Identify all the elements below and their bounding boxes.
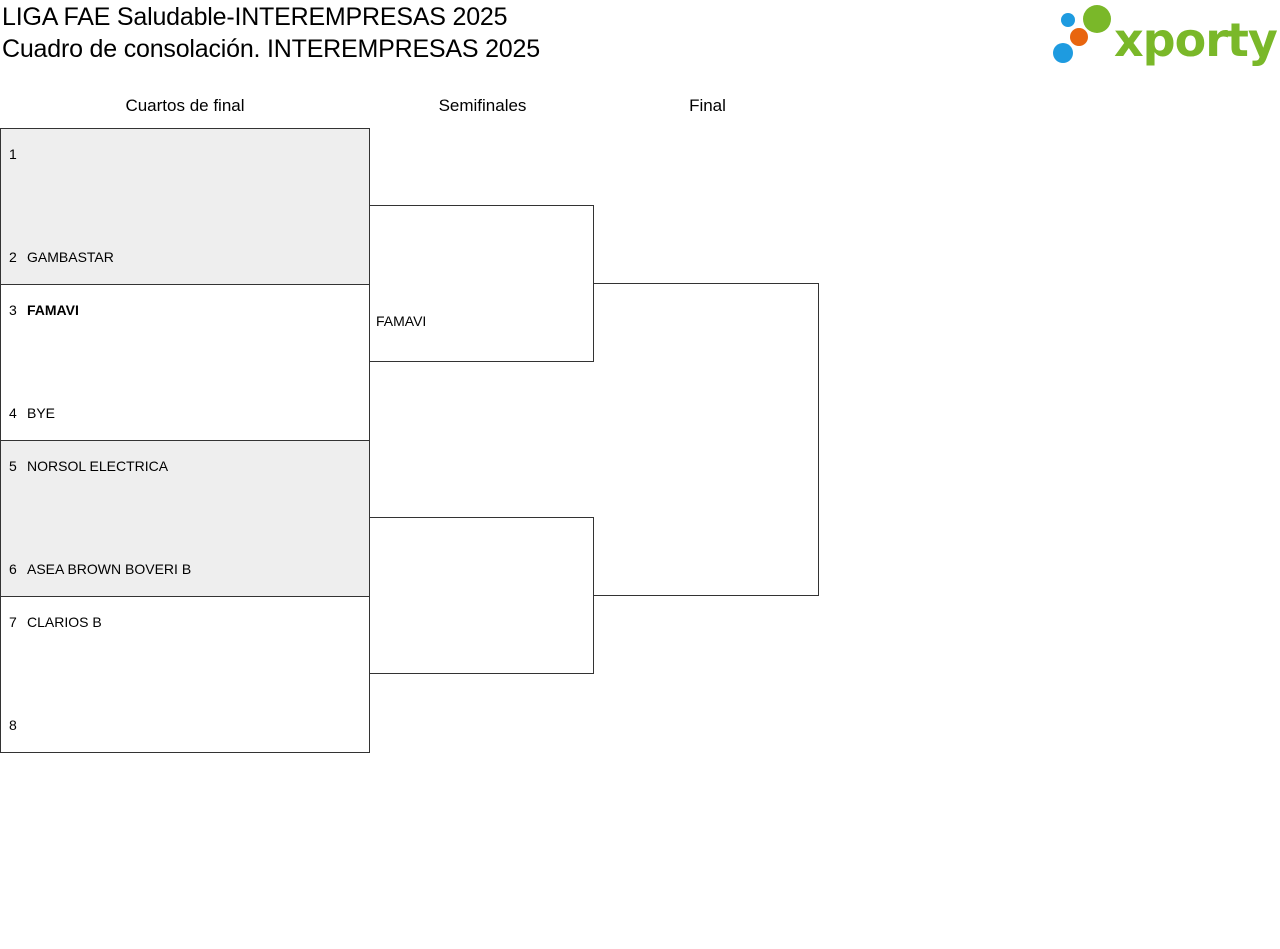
round-header-final: Final [689,96,726,115]
bracket-slot: 7 CLARIOS B [9,614,102,630]
team-name: CLARIOS B [27,614,102,630]
bracket-slot: 4 BYE [9,405,55,421]
bracket-slot: 1 [9,146,27,162]
seed-number: 5 [9,458,17,474]
seed-number: 7 [9,614,17,630]
seed-number: 3 [9,302,17,318]
round-header-quarterfinals: Cuartos de final [125,96,245,115]
quarterfinal-match-1: 1 2 GAMBASTAR [0,128,370,285]
team-name: BYE [27,405,56,421]
logo-dot-blue-small [1061,13,1075,27]
quarterfinal-match-3: 5 NORSOL ELECTRICA 6 ASEA BROWN BOVERI B [0,440,370,597]
xporty-logo[interactable]: xporty [1050,0,1280,70]
quarterfinal-match-2: 3 FAMAVI 4 BYE [0,284,370,441]
seed-number: 8 [9,717,17,733]
semifinal-match-1: FAMAVI [369,205,594,362]
advancing-team: FAMAVI [376,313,427,329]
quarterfinal-match-4: 7 CLARIOS B 8 [0,596,370,753]
team-name-winner: FAMAVI [27,302,79,318]
bracket-slot: 2 GAMBASTAR [9,249,114,265]
seed-number: 4 [9,405,17,421]
seed-number: 2 [9,249,17,265]
bracket-slot: 5 NORSOL ELECTRICA [9,458,168,474]
semifinal-match-2 [369,517,594,674]
bracket-slot: 3 FAMAVI [9,302,79,318]
round-header-semifinals: Semifinales [438,96,527,115]
logo-dot-orange [1070,28,1088,46]
final-match [594,283,819,596]
bracket-slot: 8 [9,717,27,733]
bracket-slot: 6 ASEA BROWN BOVERI B [9,561,191,577]
team-name: ASEA BROWN BOVERI B [27,561,192,577]
page-subtitle: Cuadro de consolación. INTEREMPRESAS 202… [2,35,540,63]
logo-wordmark: xporty [1114,13,1278,67]
seed-number: 6 [9,561,17,577]
logo-dot-green-large [1083,5,1111,33]
team-name: NORSOL ELECTRICA [27,458,169,474]
seed-number: 1 [9,146,17,162]
page-title: LIGA FAE Saludable-INTEREMPRESAS 2025 [2,3,508,31]
logo-dot-blue-large [1053,43,1073,63]
team-name: GAMBASTAR [27,249,114,265]
